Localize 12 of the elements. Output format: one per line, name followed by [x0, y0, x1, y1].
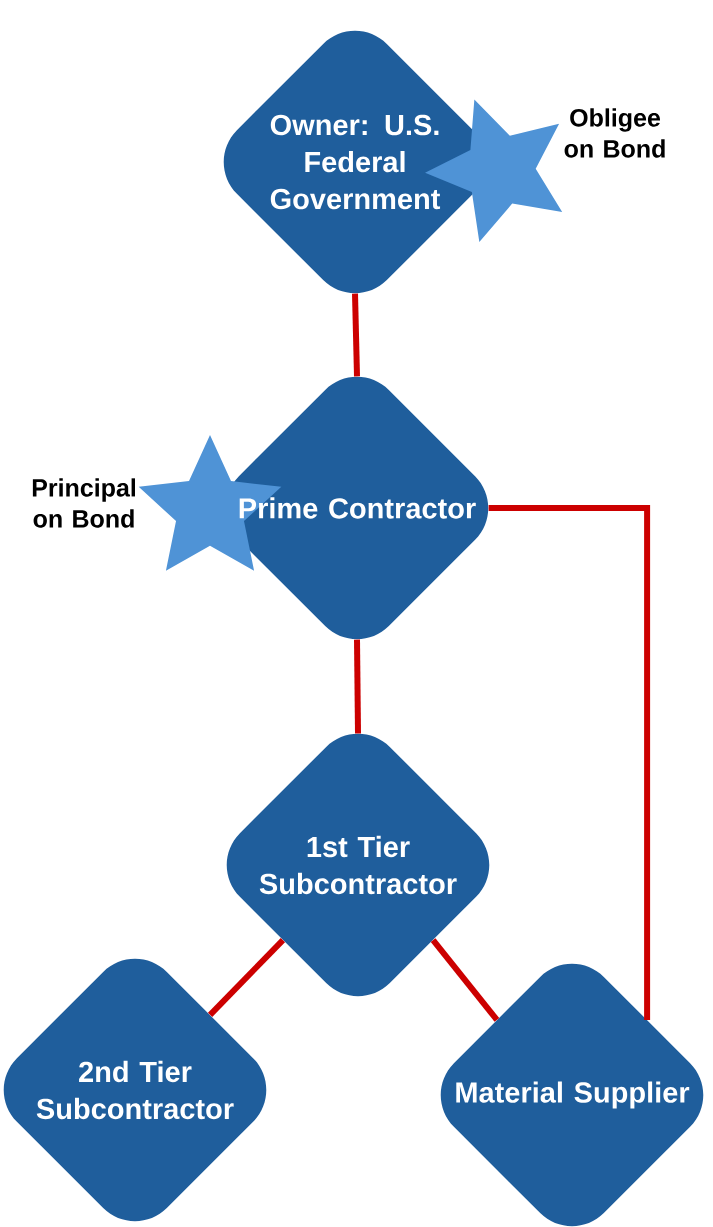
connector-line [488, 505, 651, 1020]
connector-line [352, 293, 360, 377]
role-label: Principal on Bond [32, 478, 136, 528]
node-label: Owner: U.S. Federal Government [270, 114, 441, 210]
node-label: Material Supplier [456, 1081, 690, 1109]
node-label: Prime Contractor [239, 497, 476, 519]
role-label: Obligee on Bond [564, 108, 665, 158]
node-label: 1st Tier Subcontractor [259, 835, 457, 895]
connector-line [430, 938, 500, 1022]
connector-line [207, 938, 286, 1017]
connector-line [354, 639, 361, 734]
node-label: 2nd Tier Subcontractor [36, 1060, 234, 1120]
